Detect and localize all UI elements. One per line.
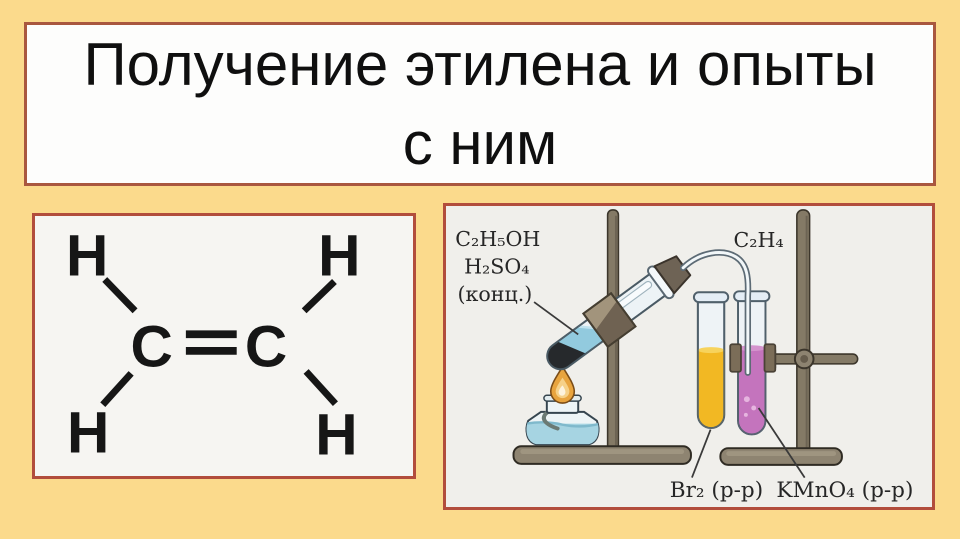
- apparatus-panel: C₂H₅OH H₂SO₄ (конц.) C₂H₄ Br₂ (p-p) KMnO…: [443, 203, 935, 510]
- bromine-test-tube: [692, 291, 730, 430]
- bromine-solution: [697, 350, 725, 429]
- gas-bubble: [751, 405, 757, 411]
- atom-h-bottom-right: H: [315, 402, 357, 467]
- label-ethanol: C₂H₅OH: [455, 227, 540, 251]
- label-sulfuric-acid: H₂SO₄: [464, 255, 529, 279]
- gas-bubble: [743, 412, 748, 417]
- gas-bubble: [743, 396, 750, 403]
- permanganate-tube-rim: [733, 290, 771, 303]
- apparatus-labels: C₂H₅OH H₂SO₄ (конц.) C₂H₄ Br₂ (p-p) KMnO…: [455, 227, 913, 503]
- bond-bottom-right: [303, 369, 338, 406]
- ethylene-formula-panel: H H C C H H: [32, 213, 416, 479]
- atom-h-top-right: H: [318, 224, 360, 289]
- label-permanganate: KMnO₄ (p-p): [776, 478, 913, 503]
- atoms: H H C C H H: [66, 224, 361, 468]
- right-stand-rod: [796, 209, 811, 456]
- bond-lines: [100, 277, 338, 407]
- flame: [549, 365, 576, 404]
- double-bond: [185, 330, 237, 355]
- bond-top-right: [301, 279, 337, 314]
- atom-c-left: C: [130, 315, 172, 380]
- pointer-lines: [533, 301, 806, 479]
- slide-title-line1: Получение этилена и опыты: [83, 31, 877, 98]
- pointer-bromine: [691, 429, 712, 478]
- slide-title-line2: с ним: [402, 110, 558, 177]
- label-ethylene-gas: C₂H₄: [734, 228, 784, 252]
- permanganate-test-tube: [733, 290, 771, 436]
- permanganate-solution: [738, 348, 766, 435]
- lamp-alcohol: [526, 423, 599, 445]
- label-bromine: Br₂ (p-p): [670, 478, 763, 503]
- atom-h-top-left: H: [66, 224, 108, 289]
- ethylene-formula-drawing: H H C C H H: [66, 224, 361, 468]
- gas-delivery-tube: [679, 249, 752, 376]
- stand-clamp-block: [582, 291, 637, 349]
- title-box: Получение этилена и опыты с ним: [24, 22, 936, 186]
- pointer-permanganate: [757, 407, 806, 479]
- bond-top-left: [102, 277, 138, 314]
- clamp-knob: [793, 348, 815, 370]
- atom-h-bottom-left: H: [67, 401, 109, 466]
- left-stand-base: [512, 445, 692, 465]
- apparatus-drawing: C₂H₅OH H₂SO₄ (конц.) C₂H₄ Br₂ (p-p) KMnO…: [455, 209, 913, 503]
- bromine-tube-rim: [692, 291, 730, 304]
- label-concentrated: (конц.): [457, 282, 532, 306]
- atom-c-right: C: [245, 315, 287, 380]
- spirit-lamp: [525, 394, 600, 446]
- reaction-test-tube: [541, 255, 692, 375]
- tube-clamp-jaws: [729, 343, 777, 373]
- pointer-reagents: [533, 301, 579, 336]
- bond-bottom-left: [100, 371, 134, 407]
- right-stand-base: [719, 447, 843, 466]
